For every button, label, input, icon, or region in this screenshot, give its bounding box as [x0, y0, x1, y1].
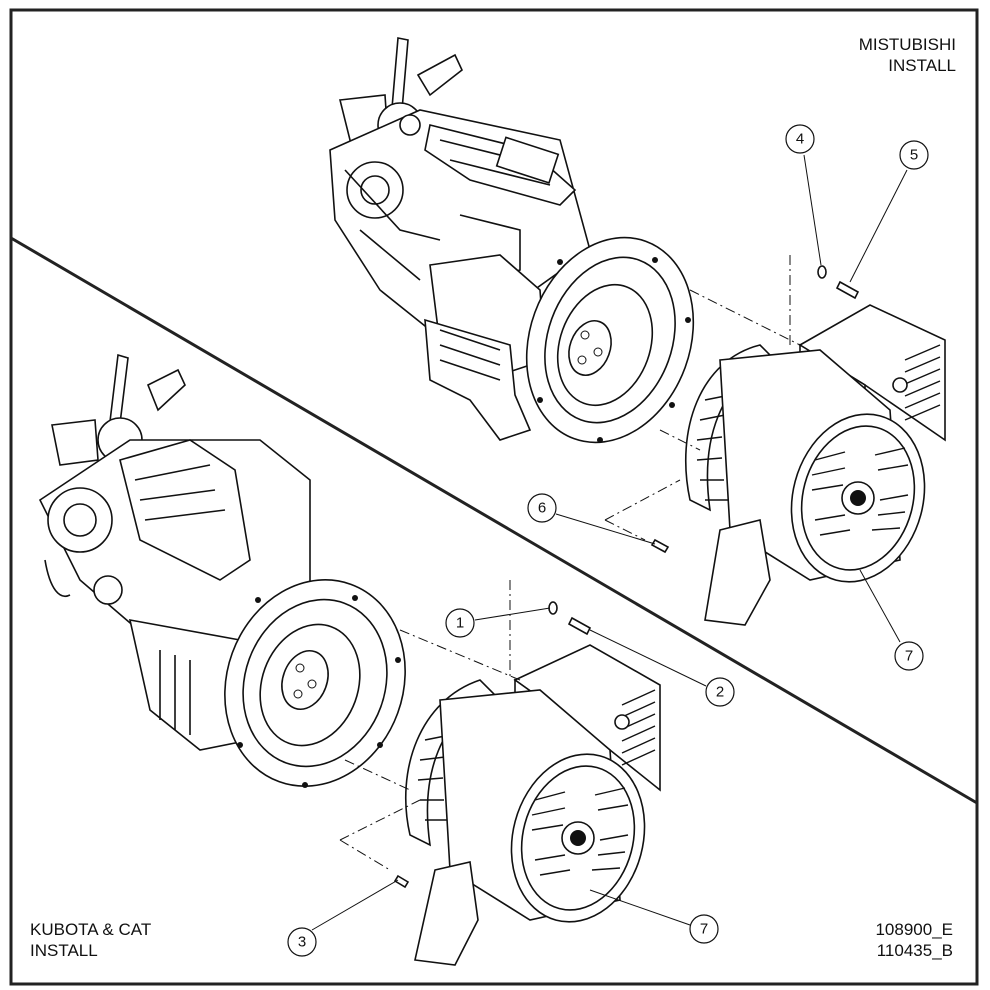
doc-number-1: 108900_E: [875, 920, 953, 939]
kubota-engine: [38, 353, 406, 788]
callout-3: 3: [287, 879, 399, 957]
callout-circle-7-bottom: [689, 914, 719, 944]
mitsubishi-label-line1: MISTUBISHI: [859, 35, 956, 54]
callout-number-6: 6: [538, 500, 546, 517]
kubota-label-line1: KUBOTA & CAT: [30, 920, 151, 939]
callout-4: 4: [785, 124, 822, 266]
callout-number-5: 5: [910, 147, 918, 164]
callout-7-top: 7: [859, 569, 924, 671]
kubota-label-line2: INSTALL: [30, 941, 98, 960]
callout-2: 2: [589, 629, 735, 707]
callout-7-bottom: 7: [589, 889, 719, 944]
assembly-lines: [339, 255, 801, 871]
kubota-generator: [404, 644, 661, 966]
callout-circle-1: [445, 608, 475, 638]
callout-6: 6: [527, 493, 656, 545]
callout-circle-3: [287, 927, 317, 957]
doc-number-2: 110435_B: [877, 941, 953, 960]
callout-number-2: 2: [716, 684, 724, 701]
callout-number-4: 4: [796, 131, 804, 148]
callout-circle-7-top: [894, 641, 924, 671]
callout-number-3: 3: [298, 934, 306, 951]
callout-number-7-top: 7: [905, 648, 913, 665]
callout-number-7-bottom: 7: [700, 921, 708, 938]
callout-1: 1: [445, 607, 551, 638]
mitsubishi-label-line2: INSTALL: [888, 56, 956, 75]
callout-circle-2: [705, 677, 735, 707]
callout-circle-5: [899, 140, 929, 170]
callout-5: 5: [849, 140, 929, 283]
callout-number-1: 1: [456, 615, 464, 632]
hardware-parts: [393, 265, 860, 889]
callout-circle-6: [527, 493, 557, 523]
section-divider: [10, 236, 978, 805]
mitsubishi-generator: [684, 304, 946, 626]
callout-circle-4: [785, 124, 815, 154]
mitsubishi-engine: [329, 37, 695, 444]
